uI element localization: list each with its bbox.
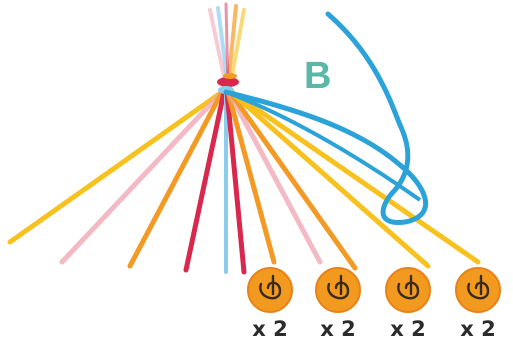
hook-badge: x 2 xyxy=(315,267,361,341)
hook-badge-circle xyxy=(455,267,501,313)
thread-strands xyxy=(7,2,481,275)
working-strand-loop xyxy=(223,11,428,225)
strand-red-center xyxy=(224,89,247,275)
hook-badge: x 2 xyxy=(455,267,501,341)
hook-icon xyxy=(259,274,282,300)
strand-orange-left xyxy=(127,89,225,269)
strand-red-left xyxy=(183,89,227,273)
strand-blue-diagonal xyxy=(225,90,422,202)
hook-count-label: x 2 xyxy=(320,317,355,341)
hook-count-label: x 2 xyxy=(460,317,495,341)
hook-badge: x 2 xyxy=(247,267,293,341)
step-label: B xyxy=(304,55,331,97)
hook-icon xyxy=(467,274,490,300)
hook-icon xyxy=(327,274,350,300)
hook-icon xyxy=(397,274,420,300)
strand-pink-left xyxy=(59,89,225,265)
strand-top-pink xyxy=(208,8,228,88)
strand-orange-far xyxy=(227,89,358,271)
strand-pink-right xyxy=(226,89,323,265)
strand-orange-right xyxy=(225,89,277,265)
hook-counts: x 2 x 2 x 2 x 2 xyxy=(247,267,501,341)
hook-count-label: x 2 xyxy=(252,317,287,341)
strand-top-red xyxy=(224,2,230,88)
hook-badge-circle xyxy=(315,267,361,313)
strand-top-orange xyxy=(226,4,238,88)
strand-yellow-mid xyxy=(228,89,431,269)
strand-yellow-right xyxy=(229,89,481,265)
hook-badge-circle xyxy=(247,267,293,313)
strand-yellow-left xyxy=(7,89,225,245)
hook-count-label: x 2 xyxy=(390,317,425,341)
hook-badge-circle xyxy=(385,267,431,313)
hook-badge: x 2 xyxy=(385,267,431,341)
